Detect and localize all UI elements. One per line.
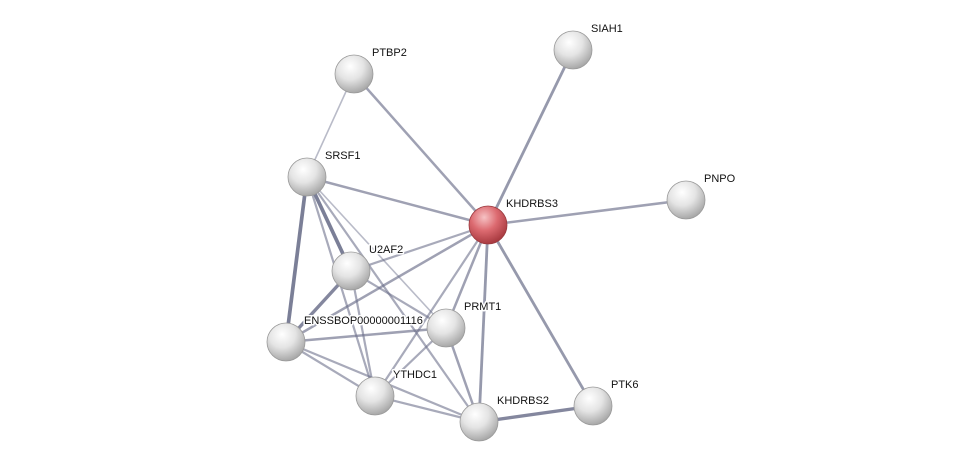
node-enssbop00000001116[interactable]: ENSSBOP00000001116 (266, 314, 424, 362)
node-sphere[interactable] (426, 308, 466, 348)
node-label: KHDRBS3 (506, 198, 558, 210)
edge-khdrbs3-ptk6[interactable] (486, 224, 595, 407)
node-pnpo[interactable]: PNPO (666, 172, 737, 220)
edge-khdrbs3-pnpo[interactable] (487, 198, 687, 227)
node-label: KHDRBS2 (497, 395, 549, 407)
node-ptbp2[interactable]: PTBP2 (334, 46, 408, 94)
edge-srsf1-enssbop00000001116[interactable] (284, 176, 309, 343)
node-prmt1[interactable]: PRMT1 (426, 300, 503, 348)
edge-srsf1-khdrbs2[interactable] (306, 176, 480, 423)
node-khdrbs2[interactable]: KHDRBS2 (459, 394, 550, 442)
node-ptk6[interactable]: PTK6 (573, 378, 640, 426)
node-sphere[interactable] (334, 54, 374, 94)
node-ythdc1[interactable]: YTHDC1 (355, 368, 439, 416)
node-siah1[interactable]: SIAH1 (553, 22, 624, 70)
node-label: ENSSBOP00000001116 (304, 315, 423, 327)
node-label: SRSF1 (325, 150, 360, 162)
node-sphere[interactable] (573, 386, 613, 426)
edge-khdrbs3-ptbp2[interactable] (353, 73, 489, 226)
node-label: PNPO (704, 173, 736, 185)
edge-srsf1-prmt1[interactable] (306, 176, 447, 329)
edge-khdrbs3-u2af2[interactable] (350, 223, 489, 273)
node-label: YTHDC1 (393, 369, 437, 381)
node-label: SIAH1 (591, 23, 623, 35)
node-sphere[interactable] (468, 205, 508, 245)
edge-khdrbs3-ythdc1[interactable] (374, 224, 489, 397)
node-sphere[interactable] (331, 251, 371, 291)
node-label: PRMT1 (464, 301, 501, 313)
node-sphere[interactable] (266, 322, 306, 362)
edge-khdrbs3-siah1[interactable] (486, 49, 575, 226)
node-label: PTBP2 (372, 47, 407, 59)
edge-khdrbs3-khdrbs2[interactable] (477, 224, 490, 423)
edge-enssbop00000001116-prmt1[interactable] (285, 326, 447, 344)
node-khdrbs3[interactable]: KHDRBS3 (468, 197, 559, 245)
node-srsf1[interactable]: SRSF1 (287, 149, 362, 197)
node-sphere[interactable] (287, 157, 327, 197)
node-sphere[interactable] (459, 402, 499, 442)
edge-khdrbs3-enssbop00000001116[interactable] (285, 223, 489, 344)
node-label: PTK6 (611, 379, 639, 391)
node-sphere[interactable] (666, 180, 706, 220)
node-label: U2AF2 (369, 244, 403, 256)
node-u2af2[interactable]: U2AF2 (331, 243, 405, 291)
edge-u2af2-ythdc1[interactable] (349, 270, 377, 397)
node-sphere[interactable] (553, 30, 593, 70)
node-sphere[interactable] (355, 376, 395, 416)
edge-khdrbs3-srsf1[interactable] (306, 175, 489, 227)
